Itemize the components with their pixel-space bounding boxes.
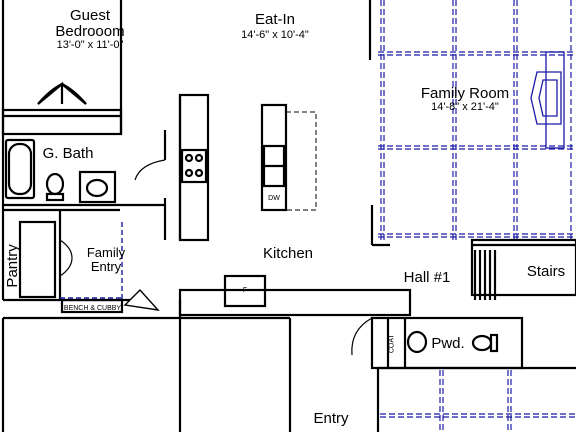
eat-in-label: Eat-In [254, 11, 296, 28]
kitchen-label: Kitchen [262, 245, 314, 262]
bench-cubby-label: BENCH & CUBBY [63, 305, 122, 312]
family-room-label: Family Room [420, 85, 510, 102]
family-entry-beams [60, 222, 123, 300]
dishwasher-label: DW [268, 195, 280, 202]
fireplace [530, 51, 565, 149]
pantry-label: Pantry [4, 244, 22, 288]
entry-label: Entry [313, 410, 349, 427]
family-room-ceiling-beams [378, 0, 576, 240]
family-entry-label: Family Entry [86, 245, 126, 274]
pwd-label: Pwd. [431, 335, 465, 352]
stairs-label: Stairs [526, 263, 566, 280]
hall-label: Hall #1 [403, 269, 451, 286]
coat-label: COAT [388, 334, 396, 354]
family-room-size: 14'-8" x 21'-4" [431, 101, 499, 113]
g-bath-label: G. Bath [42, 145, 94, 162]
eat-in-size: 14'-6" x 10'-4" [241, 29, 309, 41]
guest-bedroom-size: 13'-0" x 11'-0" [56, 39, 124, 51]
lower-room-ceiling-beams [380, 370, 576, 432]
fridge-label: F [242, 287, 248, 294]
guest-bedroom-label: Guest Bedrooom [55, 7, 125, 40]
